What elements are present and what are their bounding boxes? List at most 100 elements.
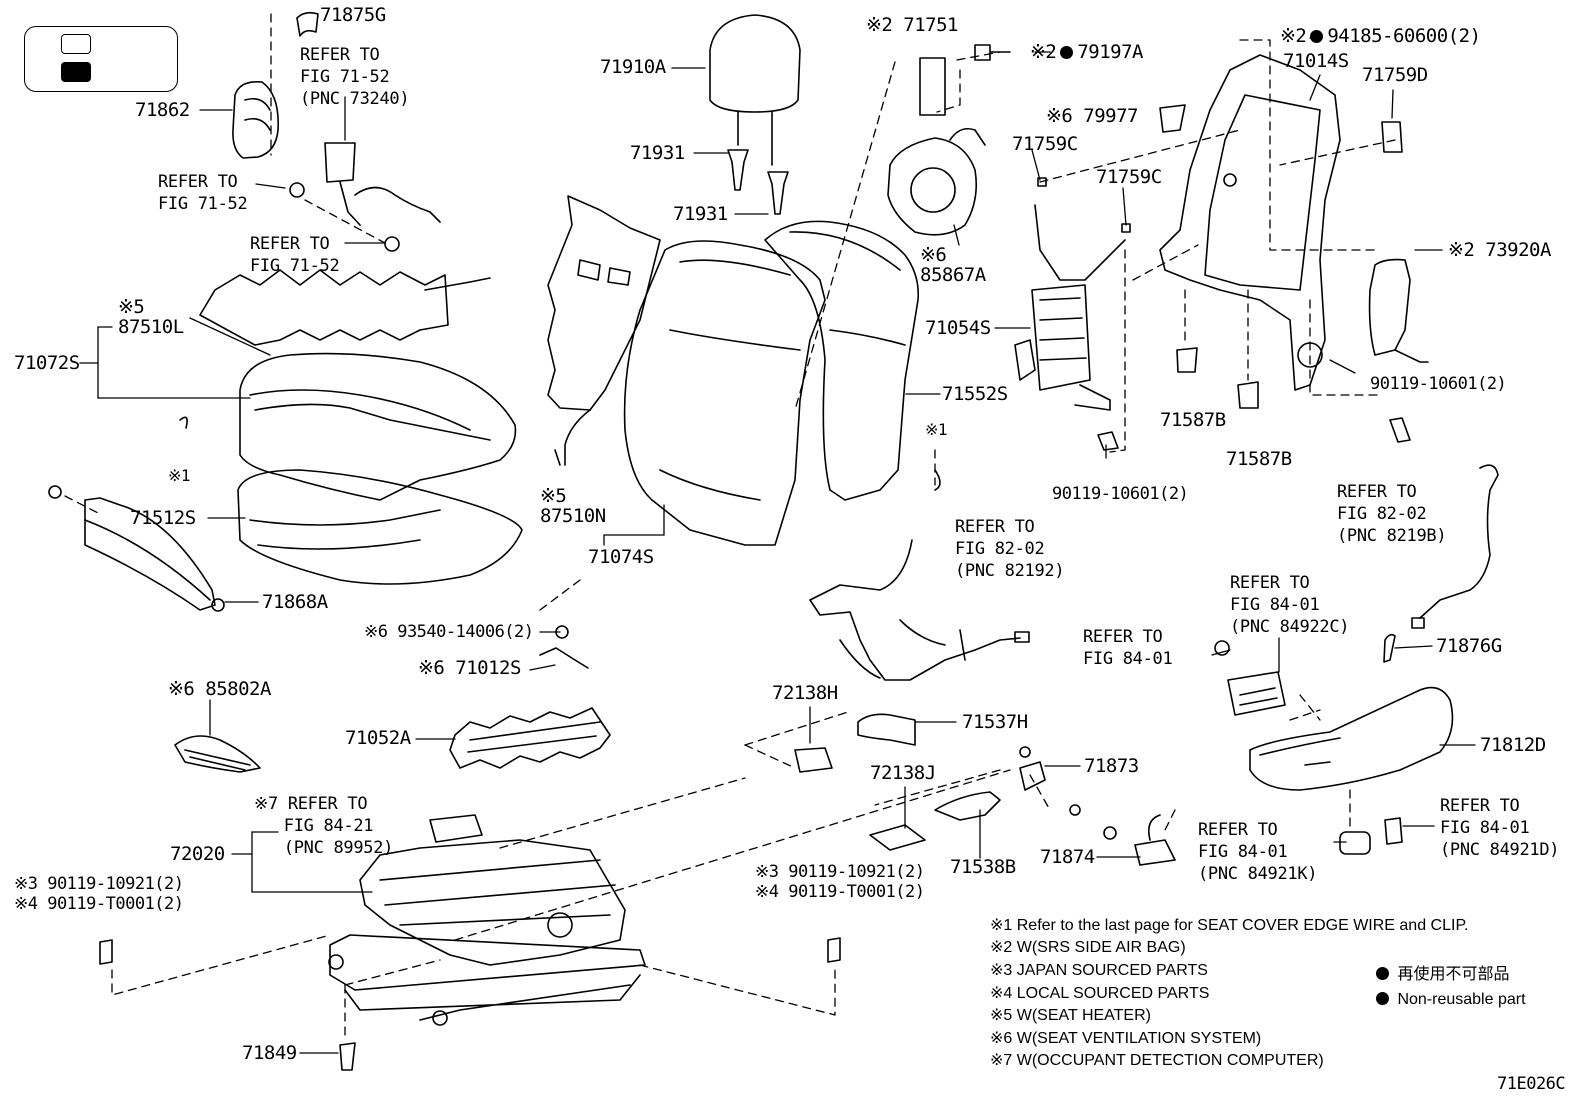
ref-fig-84-21-pnc-89952[interactable]: ※7 REFER TO FIG 84-21 (PNC 89952) <box>254 794 394 858</box>
label-90119-10601-b[interactable]: 90119-10601(2) <box>1370 374 1507 394</box>
part-71812d <box>1249 686 1454 791</box>
part-71052a <box>449 707 611 769</box>
label-71587b-b[interactable]: 71587B <box>1226 448 1292 470</box>
part-harness-8219b <box>1419 464 1499 619</box>
label-71052a[interactable]: 71052A <box>345 727 411 749</box>
part-71868a <box>84 497 216 611</box>
footnote-4: ※4 LOCAL SOURCED PARTS <box>990 985 1210 1002</box>
ref-fig-82-02-pnc-8219b[interactable]: REFER TO FIG 82-02 (PNC 8219B) <box>1337 482 1447 546</box>
label-71014s[interactable]: 71014S <box>1283 50 1349 72</box>
part-71552s <box>764 220 920 501</box>
part-85802a <box>174 735 261 773</box>
star-note-2: ※2 <box>1280 25 1307 47</box>
label-71931-b[interactable]: 71931 <box>673 203 728 225</box>
label-71072s[interactable]: 71072S <box>14 352 80 374</box>
label-90119-t0001-mid[interactable]: ※4 90119-T0001(2) <box>755 882 925 902</box>
label-71012s[interactable]: ※6 71012S <box>418 657 521 679</box>
dashed-connectors <box>64 13 1396 1041</box>
label-71874[interactable]: 71874 <box>1040 846 1095 868</box>
label-71759c-a[interactable]: 71759C <box>1012 133 1078 155</box>
legend-nonreusable-jp: 再使用不可部品 <box>1372 967 1509 983</box>
part-87510n <box>547 195 661 411</box>
ref-fig-82-02-pnc-82192[interactable]: REFER TO FIG 82-02 (PNC 82192) <box>955 517 1065 581</box>
label-71537h[interactable]: 71537H <box>962 711 1028 733</box>
label-star1-a: ※1 <box>168 466 191 485</box>
label-72020[interactable]: 72020 <box>170 843 225 865</box>
label-star1-b: ※1 <box>925 420 948 439</box>
label-71812d[interactable]: 71812D <box>1480 734 1546 756</box>
label-90119-t0001-left[interactable]: ※4 90119-T0001(2) <box>14 894 184 914</box>
legend-nonreusable-en: Non-reusable part <box>1372 992 1526 1008</box>
view-legend <box>24 26 178 92</box>
part-71537h <box>857 713 916 746</box>
part-72138j <box>869 824 926 851</box>
label-79977[interactable]: ※6 79977 <box>1046 105 1139 127</box>
footnote-3: ※3 JAPAN SOURCED PARTS <box>990 962 1208 979</box>
ref-fig-71-52-b[interactable]: REFER TO FIG 71-52 <box>250 234 340 276</box>
part-71931a <box>727 149 749 191</box>
label-90119-10921-mid[interactable]: ※3 90119-10921(2) <box>755 862 925 882</box>
label-71875g[interactable]: 71875G <box>320 4 386 26</box>
label-90119-10921-left[interactable]: ※3 90119-10921(2) <box>14 874 184 894</box>
label-72138j[interactable]: 72138J <box>870 762 936 784</box>
part-71876g <box>1383 633 1396 663</box>
part-79977 <box>1159 104 1186 133</box>
legend-outline-swatch <box>61 34 91 54</box>
label-73920a[interactable]: ※2 73920A <box>1448 239 1551 261</box>
label-72138h[interactable]: 72138H <box>772 682 838 704</box>
label-71862[interactable]: 71862 <box>135 99 190 121</box>
label-71587b-a[interactable]: 71587B <box>1160 409 1226 431</box>
label-71849[interactable]: 71849 <box>242 1042 297 1064</box>
part-71874 <box>1134 839 1176 866</box>
label-71751[interactable]: ※2 71751 <box>866 14 959 36</box>
part-71759d <box>1381 121 1403 153</box>
label-71910a[interactable]: 71910A <box>600 56 666 78</box>
part-71587b-b <box>1237 381 1259 409</box>
label-71759c-b[interactable]: 71759C <box>1096 166 1162 188</box>
part-71074s <box>623 240 826 546</box>
label-85802a[interactable]: ※6 85802A <box>168 678 271 700</box>
ref-fig-84-01-pnc-84921k[interactable]: REFER TO FIG 84-01 (PNC 84921K) <box>1198 820 1318 884</box>
part-71054s <box>1034 204 1126 281</box>
label-71876g[interactable]: 71876G <box>1436 635 1502 657</box>
part-71512s <box>237 469 523 585</box>
label-71873[interactable]: 71873 <box>1084 755 1139 777</box>
part-85867a <box>887 137 978 236</box>
label-87510n[interactable]: ※5 87510N <box>540 485 606 527</box>
label-71538b[interactable]: 71538B <box>950 856 1016 878</box>
label-93540-14006[interactable]: ※6 93540-14006(2) <box>364 622 534 642</box>
part-71072s <box>239 352 517 501</box>
footnote-1: ※1 Refer to the last page for SEAT COVER… <box>990 917 1469 934</box>
footnote-5: ※5 W(SEAT HEATER) <box>990 1007 1151 1024</box>
ref-fig-71-52-pnc-73240[interactable]: REFER TO FIG 71-52 (PNC 73240) <box>300 45 410 109</box>
part-79197a <box>974 44 1011 61</box>
part-computer-89952 <box>429 814 483 843</box>
ref-fig-84-01[interactable]: REFER TO FIG 84-01 <box>1083 627 1173 669</box>
part-buckle <box>324 142 356 183</box>
nonreusable-dot-icon <box>1060 46 1074 59</box>
label-71868a[interactable]: 71868A <box>262 591 328 613</box>
nonreusable-dot-icon <box>1376 992 1389 1005</box>
part-71538b <box>934 791 1001 821</box>
part-87510l <box>199 269 449 346</box>
ref-fig-84-01-pnc-84921d[interactable]: REFER TO FIG 84-01 (PNC 84921D) <box>1440 796 1560 860</box>
label-90119-10601-a[interactable]: 90119-10601(2) <box>1052 484 1189 504</box>
footnote-2: ※2 W(SRS SIDE AIR BAG) <box>990 939 1186 956</box>
part-knob-84921d <box>1384 817 1403 845</box>
ref-fig-84-01-pnc-84922c[interactable]: REFER TO FIG 84-01 (PNC 84922C) <box>1230 573 1350 637</box>
label-71759d[interactable]: 71759D <box>1362 64 1428 86</box>
ref-fig-71-52-a[interactable]: REFER TO FIG 71-52 <box>158 172 248 214</box>
label-71552s[interactable]: 71552S <box>942 383 1008 405</box>
label-71074s[interactable]: 71074S <box>588 546 654 568</box>
nonreusable-dot-icon <box>1376 967 1389 980</box>
label-87510l[interactable]: ※5 87510L <box>118 296 184 338</box>
part-71587b-a <box>1176 347 1198 373</box>
label-71512s[interactable]: 71512S <box>130 507 196 529</box>
label-71054s[interactable]: 71054S <box>925 317 991 339</box>
label-85867a[interactable]: ※6 85867A <box>920 244 986 286</box>
label-71931-a[interactable]: 71931 <box>630 142 685 164</box>
